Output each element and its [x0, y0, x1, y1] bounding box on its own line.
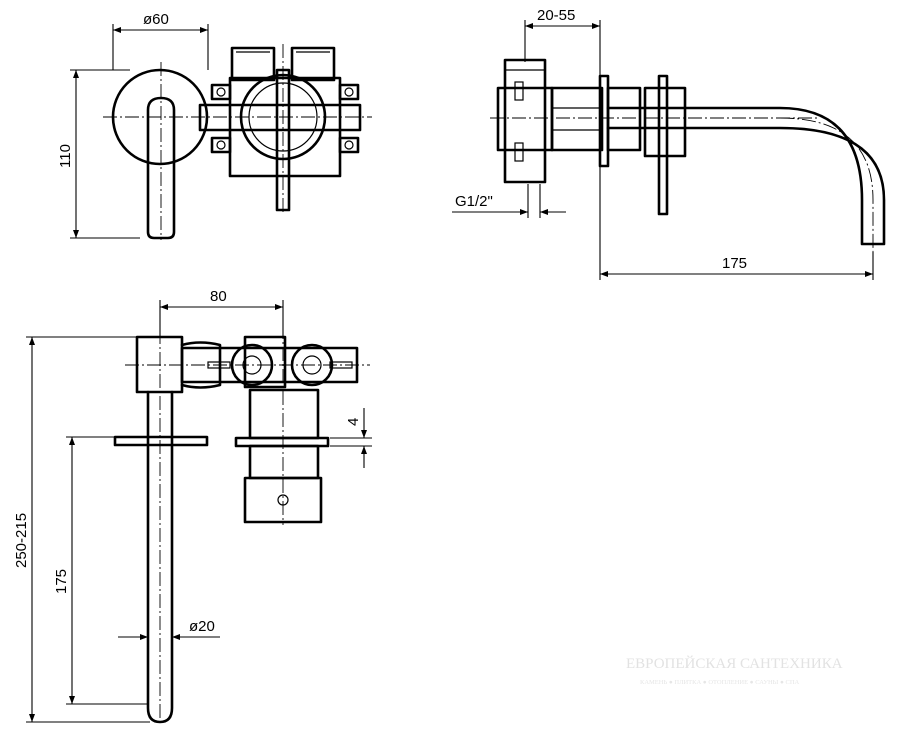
top-handle — [243, 476, 323, 524]
dim-spout-diameter: ø20 — [189, 618, 215, 635]
top-view: 80 4 250-215 175 ø20 — [13, 288, 372, 724]
watermark-brand: ЕВРОПЕЙСКАЯ САНТЕХНИКА — [626, 655, 843, 672]
watermark: ЕВРОПЕЙСКАЯ САНТЕХНИКА КАМЕНЬ ● ПЛИТКА ●… — [626, 655, 843, 686]
front-spout — [146, 96, 176, 240]
front-port-right — [290, 46, 336, 82]
dim-total-length: 250-215 — [13, 513, 30, 568]
side-view: 20-55 G1/2" 175 — [452, 7, 886, 280]
side-cartridge — [606, 86, 642, 152]
front-body-bar — [198, 103, 362, 132]
side-connector — [550, 86, 604, 152]
dim-center-distance: 80 — [210, 288, 227, 305]
dim-height: 110 — [57, 144, 74, 168]
side-handle-body — [643, 86, 687, 158]
side-body — [503, 58, 547, 184]
top-plate-left — [113, 435, 209, 447]
dim-escutcheon-diameter: ø60 — [143, 11, 169, 28]
dim-wall-adjust: 20-55 — [537, 7, 575, 24]
top-spout-body — [135, 335, 184, 394]
front-port-left — [230, 46, 276, 82]
dim-plate-thickness: 4 — [345, 418, 362, 426]
dim-spout-projection: 175 — [722, 255, 747, 272]
front-body-block — [228, 76, 342, 178]
top-cartridge-upper — [248, 388, 320, 440]
front-ear — [210, 83, 232, 101]
watermark-tagline: КАМЕНЬ ● ПЛИТКА ● ОТОПЛЕНИЕ ● САУНЫ ● СП… — [640, 679, 800, 686]
dim-thread: G1/2" — [455, 193, 493, 210]
front-view: ø60 110 — [57, 11, 372, 240]
top-cartridge-lower — [248, 444, 320, 480]
dim-spout-length: 175 — [53, 569, 70, 594]
side-handle — [657, 74, 669, 216]
side-spout — [606, 106, 886, 246]
